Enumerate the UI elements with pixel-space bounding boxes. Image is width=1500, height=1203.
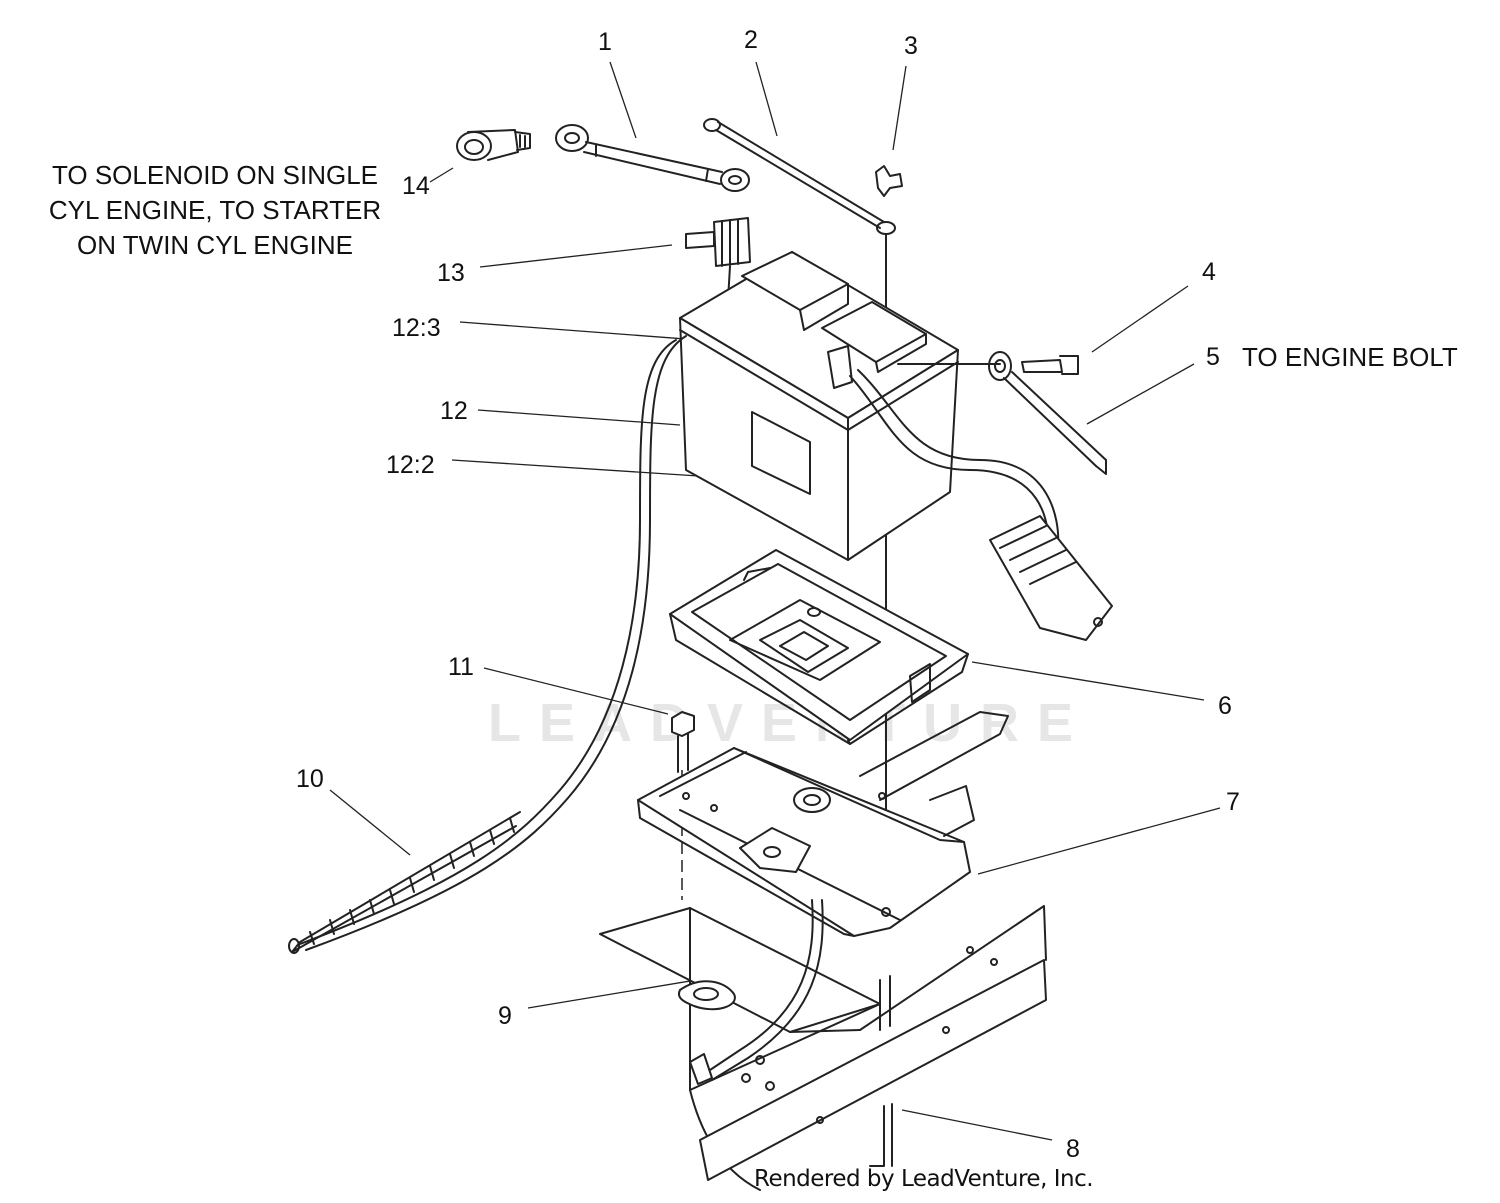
part-4-5-bolt-cable	[897, 351, 1107, 475]
engine-bolt-note: TO ENGINE BOLT	[1242, 342, 1458, 372]
callout-8: 8	[1066, 1135, 1080, 1163]
callout-5: 5	[1206, 343, 1220, 371]
callout-12-2: 12:2	[386, 451, 435, 479]
leader-lines	[329, 61, 1221, 1141]
callout-1: 1	[598, 28, 612, 56]
callout-9: 9	[498, 1002, 512, 1030]
part-1-cable	[555, 124, 750, 192]
part-14-terminal-clamp	[456, 129, 531, 161]
callout-3: 3	[904, 32, 918, 60]
callout-2: 2	[744, 26, 758, 54]
part-6-battery-tray	[669, 549, 969, 745]
callout-11: 11	[448, 653, 474, 681]
part-12-battery	[679, 251, 959, 561]
solenoid-note-line-1: TO SOLENOID ON SINGLE	[51, 160, 379, 190]
part-11-bolt	[671, 711, 695, 773]
callout-12: 12	[440, 397, 468, 425]
credit-text: Rendered by LeadVenture, Inc.	[754, 1166, 1094, 1192]
part-7-bracket	[637, 711, 1009, 937]
callout-7: 7	[1226, 788, 1240, 816]
callout-4: 4	[1202, 258, 1216, 286]
callout-14: 14	[402, 172, 430, 200]
part-3-wing-nut	[875, 165, 903, 197]
callout-10: 10	[296, 765, 324, 793]
part-8-frame	[599, 905, 1047, 1191]
solenoid-note-line-3: ON TWIN CYL ENGINE	[77, 230, 353, 260]
part-9-clip	[678, 899, 824, 1085]
callout-13: 13	[437, 259, 465, 287]
callout-12-3: 12:3	[392, 314, 441, 342]
part-12-3-cable	[849, 369, 1113, 641]
part-10-cable	[288, 335, 687, 954]
solenoid-note: TO SOLENOID ON SINGLE CYL ENGINE, TO STA…	[22, 158, 408, 263]
solenoid-note-line-2: CYL ENGINE, TO STARTER	[48, 195, 382, 225]
callout-6: 6	[1218, 692, 1232, 720]
